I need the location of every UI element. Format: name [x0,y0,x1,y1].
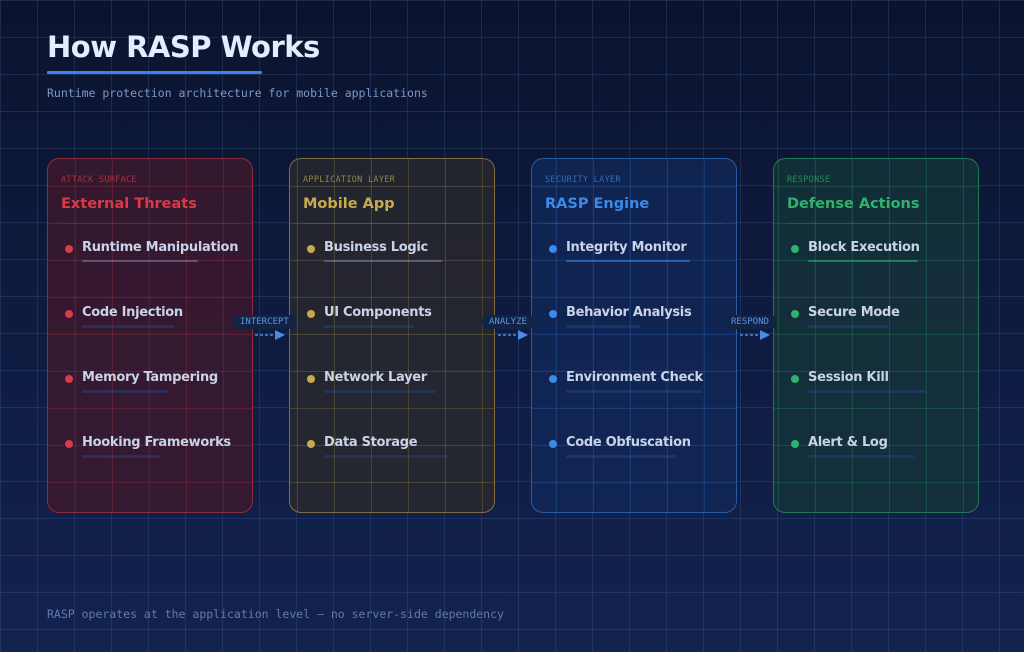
list-item: Integrity Monitor [549,240,726,272]
bullet-dot-icon [307,375,315,383]
list-item: Block Execution [791,240,968,272]
dashed-arrow-right-icon [498,330,528,340]
card-divider [303,223,481,224]
item-label: Hooking Frameworks [82,435,231,450]
page-title: How RASP Works [47,30,320,64]
item-underline [566,455,676,458]
item-label: Code Obfuscation [566,435,691,450]
layer-label: APPLICATION LAYER [303,175,396,185]
item-label: Secure Mode [808,305,900,320]
list-item: Hooking Frameworks [65,435,242,467]
list-item: Network Layer [307,370,484,402]
item-label: Code Injection [82,305,183,320]
item-underline [566,390,702,393]
card-divider [61,223,239,224]
dashed-arrow-right-icon [740,330,770,340]
list-item: Session Kill [791,370,968,402]
connector-label: RESPOND [724,315,776,329]
card-divider [545,223,723,224]
bullet-dot-icon [791,310,799,318]
item-underline [566,260,690,262]
layer-label: RESPONSE [787,175,831,185]
bullet-dot-icon [65,245,73,253]
layer-label: SECURITY LAYER [545,175,621,185]
bullet-dot-icon [549,375,557,383]
footer-note: RASP operates at the application level —… [47,607,504,621]
item-underline [808,390,926,393]
item-label: Runtime Manipulation [82,240,239,255]
bullet-dot-icon [307,440,315,448]
item-underline [324,325,414,328]
card-rasp-engine: SECURITY LAYER RASP Engine Integrity Mon… [531,158,737,513]
bullet-dot-icon [549,440,557,448]
card-title: RASP Engine [545,196,650,212]
bullet-dot-icon [791,440,799,448]
item-label: Data Storage [324,435,418,450]
card-defense-actions: RESPONSE Defense Actions Block Execution… [773,158,979,513]
bullet-dot-icon [65,440,73,448]
card-divider [787,223,965,224]
connector-label: INTERCEPT [233,315,296,329]
card-title: Defense Actions [787,196,920,212]
bullet-dot-icon [307,245,315,253]
list-item: Code Injection [65,305,242,337]
dashed-arrow-right-icon [255,330,285,340]
bullet-dot-icon [791,375,799,383]
item-label: Network Layer [324,370,427,385]
list-item: Data Storage [307,435,484,467]
list-item: Code Obfuscation [549,435,726,467]
bullet-dot-icon [549,245,557,253]
card-title: External Threats [61,196,197,212]
title-underline [47,71,262,74]
item-label: Integrity Monitor [566,240,687,255]
bullet-dot-icon [65,310,73,318]
item-label: Block Execution [808,240,920,255]
item-label: Alert & Log [808,435,888,450]
item-label: Behavior Analysis [566,305,692,320]
item-label: Business Logic [324,240,428,255]
item-underline [324,390,436,393]
list-item: Alert & Log [791,435,968,467]
item-underline [566,325,640,328]
list-item: Business Logic [307,240,484,272]
item-underline [82,260,198,262]
card-title: Mobile App [303,196,395,212]
item-label: UI Components [324,305,432,320]
list-item: Secure Mode [791,305,968,337]
page-subtitle: Runtime protection architecture for mobi… [47,86,428,100]
item-underline [808,455,914,458]
layer-label: ATTACK SURFACE [61,175,137,185]
item-underline [324,455,448,458]
connector-label: ANALYZE [482,315,534,329]
item-label: Memory Tampering [82,370,218,385]
card-external-threats: ATTACK SURFACE External Threats Runtime … [47,158,253,513]
item-underline [808,325,888,328]
list-item: Environment Check [549,370,726,402]
item-underline [324,260,442,262]
item-underline [808,260,918,262]
bullet-dot-icon [549,310,557,318]
bullet-dot-icon [65,375,73,383]
item-underline [82,390,168,393]
item-label: Session Kill [808,370,889,385]
item-underline [82,325,174,328]
item-underline [82,455,160,458]
list-item: Memory Tampering [65,370,242,402]
list-item: UI Components [307,305,484,337]
card-mobile-app: APPLICATION LAYER Mobile App Business Lo… [289,158,495,513]
bullet-dot-icon [791,245,799,253]
bullet-dot-icon [307,310,315,318]
list-item: Behavior Analysis [549,305,726,337]
list-item: Runtime Manipulation [65,240,242,272]
item-label: Environment Check [566,370,703,385]
